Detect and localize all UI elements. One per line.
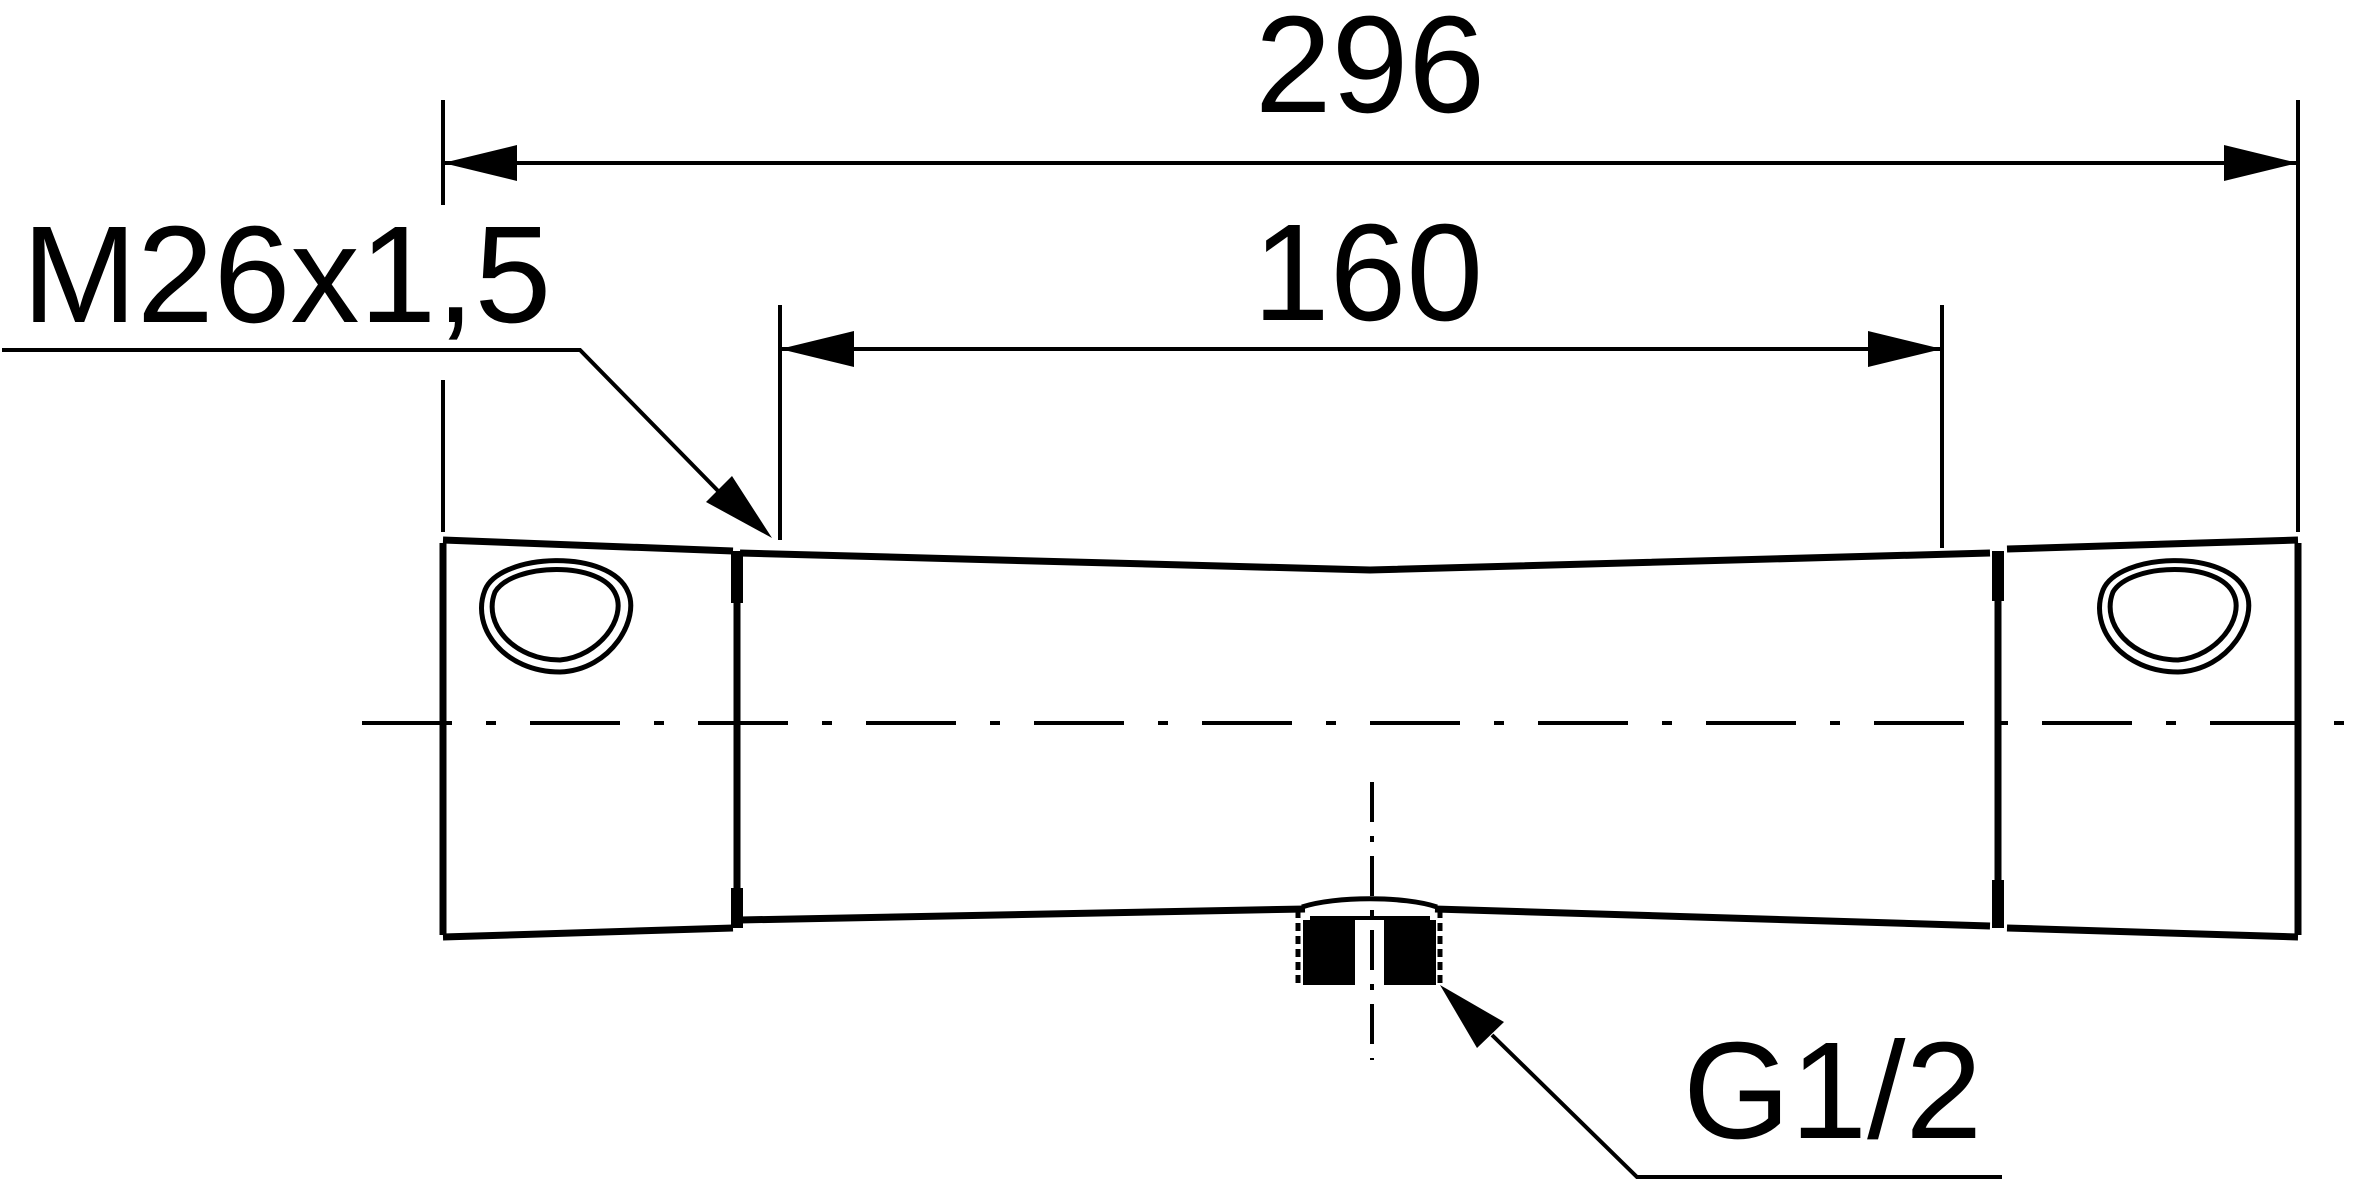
body-top-edge-right: [2006, 536, 2299, 553]
arrowhead-left-overall: [443, 145, 517, 181]
left-knob-outline-outer: [479, 558, 634, 675]
outlet-fitting-block-right: [1384, 920, 1436, 985]
arrowhead-outlet-thread: [1440, 985, 1504, 1048]
outlet-fitting-top-arc: [1301, 896, 1438, 910]
body-bottom-edge-left: [442, 924, 734, 941]
body-bottom-edge-center-right: [1434, 905, 1991, 930]
mixer-body: [439, 536, 2302, 985]
left-joint: [731, 551, 743, 928]
left-knob-outline-inner: [489, 567, 621, 663]
body-bottom-edge-right: [2006, 924, 2299, 941]
arrowhead-inlet-thread: [706, 476, 772, 538]
left-joint-top-block: [731, 551, 743, 603]
arrowhead-left-port: [780, 331, 854, 367]
callout-label-outlet-thread: G1/2: [1683, 1014, 1982, 1168]
right-knob: [2097, 558, 2252, 675]
right-knob-outline-outer: [2097, 558, 2252, 675]
dimension-label-overall: 296: [1255, 0, 1485, 142]
right-joint-top-block: [1992, 551, 2004, 601]
callout-outlet-thread: G1/2: [1440, 985, 2002, 1179]
leader-line-outlet-thread: [1490, 1033, 2002, 1179]
left-joint-bottom-block: [731, 888, 743, 928]
callout-inlet-thread: M26x1,5: [2, 198, 772, 538]
right-joint: [1992, 551, 2004, 928]
arrowhead-right-overall: [2224, 145, 2298, 181]
outlet-fitting-block-left: [1303, 920, 1355, 985]
dimension-port-spacing: 160: [778, 196, 1944, 548]
outlet-fitting: [1295, 896, 1443, 985]
right-joint-bottom-block: [1992, 880, 2004, 928]
left-knob: [479, 558, 634, 675]
body-bottom-edge-center-left: [739, 905, 1306, 924]
body-top-edge-left: [442, 536, 734, 555]
callout-label-inlet-thread: M26x1,5: [22, 198, 551, 352]
leader-line-inlet-thread: [2, 348, 727, 500]
right-knob-outline-inner: [2107, 567, 2239, 663]
dimension-label-port-spacing: 160: [1253, 196, 1483, 350]
body-top-edge-center: [739, 549, 1991, 574]
arrowhead-right-port: [1868, 331, 1942, 367]
dimension-overall: 296: [441, 0, 2300, 532]
